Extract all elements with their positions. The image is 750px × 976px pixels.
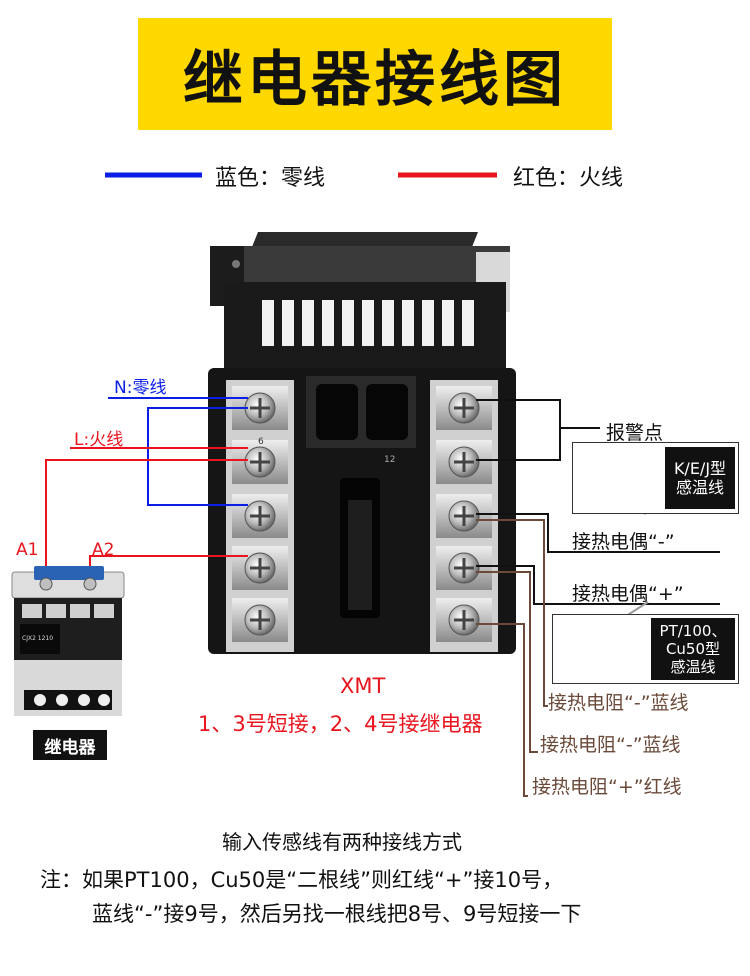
device-instruction: 1、3号短接，2、4号接继电器 — [198, 712, 483, 736]
legend-red-label: 红色：火线 — [513, 166, 624, 191]
notes-heading: 输入传感线有两种接线方式 — [222, 830, 462, 854]
relay-model-text: CJX2 1210 — [22, 635, 53, 642]
notes-line-1: 注：如果PT100，Cu50是“二根线”则红线“+”接10号， — [40, 868, 564, 892]
kej-sensor-label-box: K/E/J型 感温线 — [665, 447, 735, 509]
thermocouple-wires — [476, 513, 720, 605]
terminal-mark-12: 12 — [384, 455, 395, 465]
pt-sensor-box: PT/100、 Cu50型 感温线 — [552, 614, 739, 684]
pt-sensor-line3: 感温线 — [670, 658, 716, 676]
legend-lines — [105, 172, 497, 178]
relay-caption: 继电器 — [33, 730, 107, 760]
kej-sensor-line2: 感温线 — [675, 478, 724, 497]
thermocouple-plus-label: 接热电偶“+” — [572, 583, 684, 605]
thermocouple-minus-label: 接热电偶“-” — [572, 531, 675, 553]
page-title: 继电器接线图 — [183, 44, 567, 115]
relay-a1-label: A1 — [16, 540, 39, 560]
rtd-wires — [476, 519, 548, 797]
relay-a2-label: A2 — [92, 540, 115, 560]
kej-sensor-line1: K/E/J型 — [673, 458, 727, 478]
notes-line-2: 蓝线“-”接9号，然后另找一根线把8号、9号短接一下 — [92, 902, 582, 926]
device-vents — [262, 300, 474, 346]
device-model: XMT — [340, 674, 386, 698]
alarm-wires — [476, 399, 600, 461]
alarm-label: 报警点 — [606, 422, 664, 444]
rtd-minus-blue-label-2: 接热电阻“-”蓝线 — [540, 734, 681, 756]
legend-blue-label: 蓝色：零线 — [215, 166, 326, 191]
right-terminal-block — [430, 380, 498, 652]
title-banner: 继电器接线图 — [138, 18, 612, 130]
pt-sensor-label-box: PT/100、 Cu50型 感温线 — [651, 618, 735, 680]
kej-sensor-box: K/E/J型 感温线 — [572, 442, 739, 514]
neutral-wire-label: N:零线 — [114, 378, 167, 398]
blue-neutral-wires — [108, 397, 248, 506]
live-wire-label: L:火线 — [74, 430, 124, 450]
rtd-plus-red-label: 接热电阻“+”红线 — [532, 776, 682, 798]
relay-contactor: CJX2 1210 — [11, 566, 125, 716]
terminal-mark-6: 6 — [258, 437, 264, 447]
pt-sensor-line1: PT/100、 — [659, 622, 727, 640]
pt-sensor-line2: Cu50型 — [665, 640, 721, 658]
rtd-minus-blue-label-1: 接热电阻“-”蓝线 — [548, 692, 689, 714]
left-terminal-block — [226, 380, 294, 652]
